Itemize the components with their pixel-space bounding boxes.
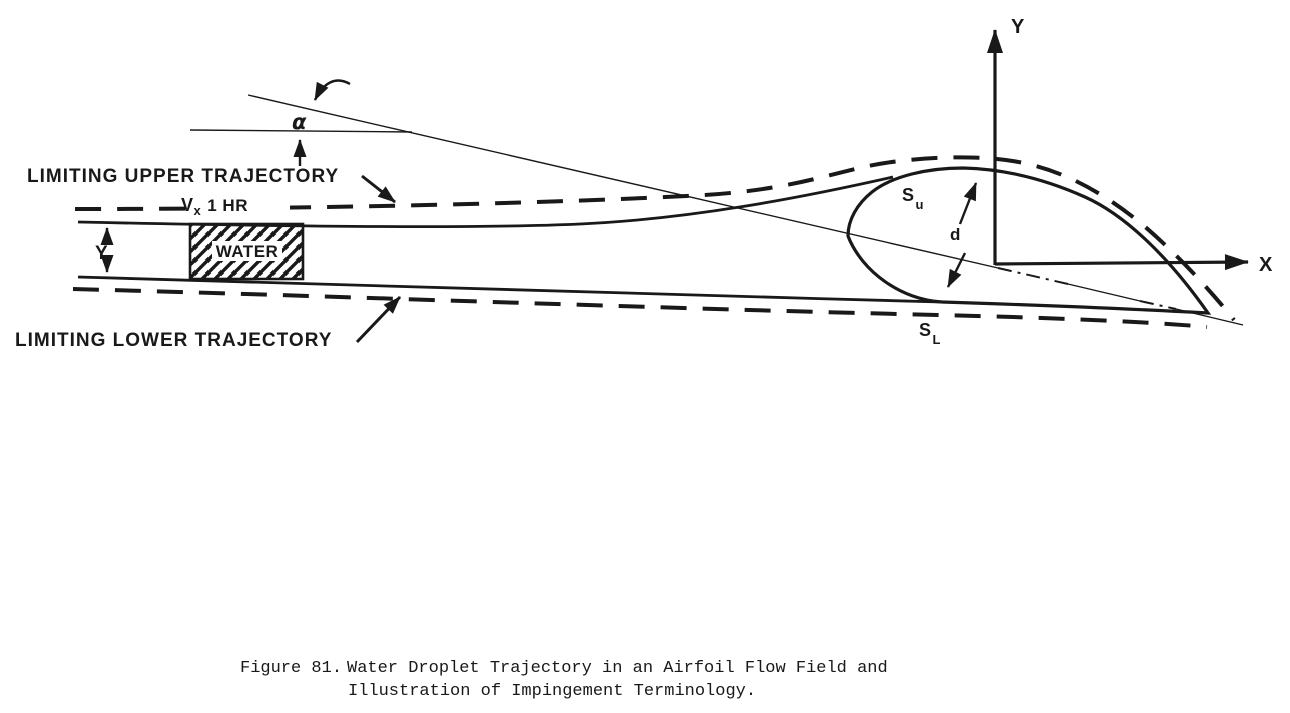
airfoil-outline bbox=[846, 166, 1212, 315]
su-subscript: u bbox=[916, 197, 924, 212]
x-axis bbox=[994, 254, 1249, 271]
upper-dashed-trajectory bbox=[74, 155, 1236, 322]
d-label: d bbox=[950, 225, 961, 244]
chord-line-dashdot-2 bbox=[1139, 300, 1177, 310]
sl-subscript: L bbox=[933, 332, 941, 347]
caption-line1: Water Droplet Trajectory in an Airfoil F… bbox=[347, 659, 888, 678]
alpha-reference-line bbox=[189, 129, 413, 133]
velocity-subscript: x bbox=[194, 203, 202, 218]
caption-line2: Illustration of Impingement Terminology. bbox=[348, 682, 756, 701]
alpha-curved-arrow bbox=[313, 79, 351, 101]
y-dimension-label: Y bbox=[95, 243, 108, 264]
figure-number: Figure 81. bbox=[240, 659, 342, 678]
velocity-rest: 1 HR bbox=[207, 196, 248, 215]
limiting-upper-label: LIMITING UPPER TRAJECTORY bbox=[27, 166, 339, 187]
sl-label: SL bbox=[919, 320, 941, 347]
x-axis-label: X bbox=[1259, 254, 1273, 276]
water-label-background bbox=[212, 241, 282, 261]
d-arrow-down bbox=[946, 252, 967, 288]
water-label: WATER bbox=[216, 242, 279, 261]
velocity-label: Vx 1 HR bbox=[181, 195, 248, 218]
su-symbol: S bbox=[902, 185, 915, 205]
chord-line-mid bbox=[1067, 283, 1141, 302]
chord-line-dashdot-1 bbox=[997, 267, 1069, 285]
y-axis-label: Y bbox=[1011, 16, 1025, 38]
su-label: Su bbox=[902, 185, 924, 212]
velocity-v: V bbox=[181, 195, 194, 215]
sl-symbol: S bbox=[919, 320, 932, 340]
alpha-label: α bbox=[292, 110, 307, 134]
limiting-upper-leader-arrow bbox=[361, 174, 396, 204]
chord-line-forward bbox=[247, 94, 999, 269]
lower-solid-trajectory bbox=[77, 275, 942, 304]
limiting-lower-leader-arrow bbox=[355, 295, 402, 344]
velocity-label-background bbox=[198, 200, 290, 216]
limiting-lower-label: LIMITING LOWER TRAJECTORY bbox=[15, 330, 332, 351]
d-arrow-up bbox=[958, 182, 978, 225]
